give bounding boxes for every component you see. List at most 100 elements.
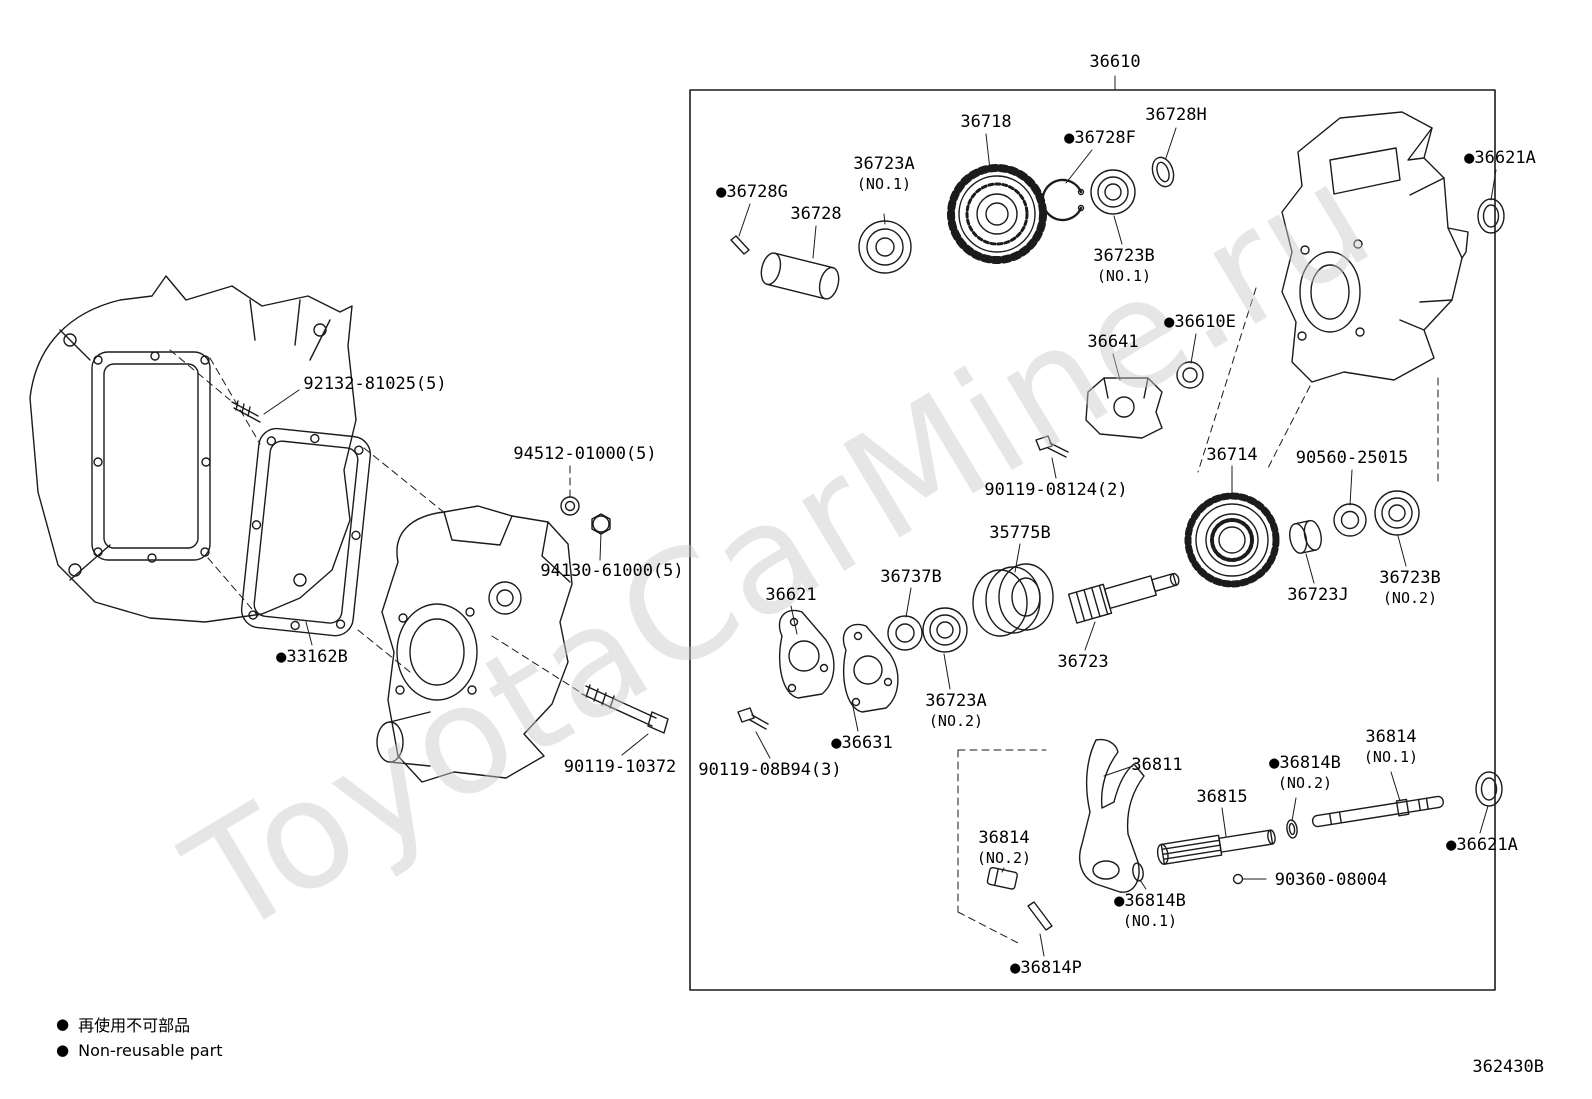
part-label-94512-01000: 94512-01000(5)	[513, 444, 656, 465]
part-number: ●36631	[831, 733, 893, 753]
part-number: ●36728G	[716, 182, 788, 202]
part-number: 36714	[1206, 445, 1258, 465]
bearing-36723a-no2-drawing	[922, 607, 968, 653]
part-number-qualifier: (NO.2)	[976, 848, 1032, 867]
legend-row-en: ● Non-reusable part	[56, 1041, 222, 1060]
part-number: 36621	[765, 585, 817, 605]
roller-36728-drawing	[760, 252, 840, 300]
part-number-qualifier: (NO.1)	[1096, 266, 1152, 285]
non-reusable-marker-icon: ●	[56, 1041, 70, 1059]
oring-36814b-no2-drawing	[1286, 819, 1298, 839]
washer-36737b-drawing	[887, 615, 923, 651]
seal-36621a-bottom-drawing	[1475, 771, 1503, 807]
shaft-36723-drawing	[1067, 572, 1180, 624]
part-label-36723: 36723	[1057, 652, 1108, 673]
part-label-33162b: ●33162B	[276, 647, 348, 668]
bolt-90119-08124-drawing	[1035, 435, 1069, 458]
part-label-36811: 36811	[1131, 755, 1182, 776]
transfer-case-drawing	[376, 505, 573, 783]
part-label-36723b-no2: 36723B(NO.2)	[1379, 568, 1440, 607]
part-number: ●36814P	[1010, 958, 1082, 978]
part-label-36641: 36641	[1087, 332, 1138, 353]
snap-ring-36728f-drawing	[1041, 178, 1085, 222]
part-number: ●36814B	[1114, 891, 1186, 911]
part-label-36728: 36728	[790, 204, 841, 225]
gasket-36621-drawing	[778, 609, 835, 699]
part-label-36610e: ●36610E	[1164, 312, 1236, 333]
oring-36728h-drawing	[1151, 156, 1175, 188]
part-label-36723j: 36723J	[1287, 585, 1348, 606]
part-number: ●36610E	[1164, 312, 1236, 332]
part-label-94130-61000: 94130-61000(5)	[540, 561, 683, 582]
part-number: 36814	[1365, 727, 1417, 747]
part-number-qualifier: (NO.1)	[1122, 911, 1178, 930]
part-number: 90119-10372	[563, 757, 677, 777]
bolt-90119-10372-drawing	[581, 684, 669, 734]
bearing-36723b-no2-drawing	[1374, 490, 1420, 536]
legend-text-en: Non-reusable part	[78, 1041, 223, 1060]
part-number: 36728H	[1145, 105, 1207, 125]
part-label-90119-08b94: 90119-08B94(3)	[698, 760, 841, 781]
extension-housing-drawing	[1281, 111, 1469, 383]
part-label-92132-81025: 92132-81025(5)	[303, 374, 446, 395]
part-number: 90119-08124(2)	[984, 480, 1128, 500]
leader-lines	[263, 75, 1497, 957]
part-number: ●33162B	[276, 647, 348, 667]
block-36814-no2-drawing	[986, 866, 1018, 890]
part-number: 36728	[790, 204, 842, 224]
part-label-36621: 36621	[765, 585, 816, 606]
shift-fork-36811-drawing	[1078, 738, 1145, 893]
part-label-36610: 36610	[1089, 52, 1140, 73]
pin-36728g-drawing	[730, 235, 750, 255]
part-number: ●36728F	[1064, 128, 1136, 148]
part-number: 90360-08004	[1274, 870, 1388, 890]
part-number: 36815	[1196, 787, 1248, 807]
part-number: 36723J	[1287, 585, 1349, 605]
part-number-qualifier: (NO.2)	[1277, 773, 1333, 792]
part-label-36814-no2: 36814(NO.2)	[977, 828, 1031, 867]
part-number-qualifier: (NO.2)	[1382, 588, 1438, 607]
bearing-36723b-no1-drawing	[1090, 169, 1136, 215]
part-label-36621a-bottom: ●36621A	[1446, 835, 1518, 856]
part-number: 94512-01000(5)	[513, 444, 657, 464]
part-number-qualifier: (NO.1)	[856, 174, 912, 193]
part-number-qualifier: (NO.2)	[928, 711, 984, 730]
part-label-36723a-no2: 36723A(NO.2)	[925, 691, 986, 730]
part-label-36815: 36815	[1196, 787, 1247, 808]
sleeve-35775b-drawing	[972, 563, 1054, 637]
part-label-90119-08124: 90119-08124(2)	[984, 480, 1127, 501]
pin-36814p-drawing	[1027, 901, 1053, 931]
detail-box	[689, 89, 1496, 991]
part-label-36814b-no2: ●36814B(NO.2)	[1269, 753, 1341, 792]
legend: ● 再使用不可部品 ● Non-reusable part	[56, 1012, 222, 1065]
part-label-36814-no1: 36814(NO.1)	[1364, 727, 1418, 766]
assembly-dashed-lines	[169, 287, 1439, 945]
part-label-36631: ●36631	[831, 733, 892, 754]
part-label-36814p: ●36814P	[1010, 958, 1082, 979]
part-number: 36723A	[853, 154, 915, 174]
ring-36610e-drawing	[1176, 361, 1204, 389]
bolt-90119-08b94-drawing	[737, 707, 769, 730]
part-label-36723b-no1: 36723B(NO.1)	[1093, 246, 1154, 285]
gear-36718-drawing	[947, 164, 1047, 264]
part-number: 36610	[1089, 52, 1141, 72]
part-number-qualifier: (NO.1)	[1363, 747, 1419, 766]
part-number: 35775B	[989, 523, 1051, 543]
part-number: 36723A	[925, 691, 987, 711]
needle-bearing-36723j-drawing	[1289, 519, 1322, 554]
part-label-36728f: ●36728F	[1064, 128, 1136, 149]
part-label-36737b: 36737B	[880, 567, 941, 588]
non-reusable-marker-icon: ●	[56, 1014, 70, 1033]
part-number: 36737B	[880, 567, 942, 587]
gasket-33162b-drawing	[240, 427, 372, 637]
part-label-36723a-no1: 36723A(NO.1)	[853, 154, 914, 193]
part-number: 94130-61000(5)	[540, 561, 684, 581]
part-label-90560-25015: 90560-25015	[1296, 448, 1409, 469]
oring-36814b-no1-drawing	[1132, 862, 1144, 882]
part-label-36718: 36718	[960, 112, 1011, 133]
part-label-35775b: 35775B	[989, 523, 1050, 544]
part-number: ●36814B	[1269, 753, 1341, 773]
